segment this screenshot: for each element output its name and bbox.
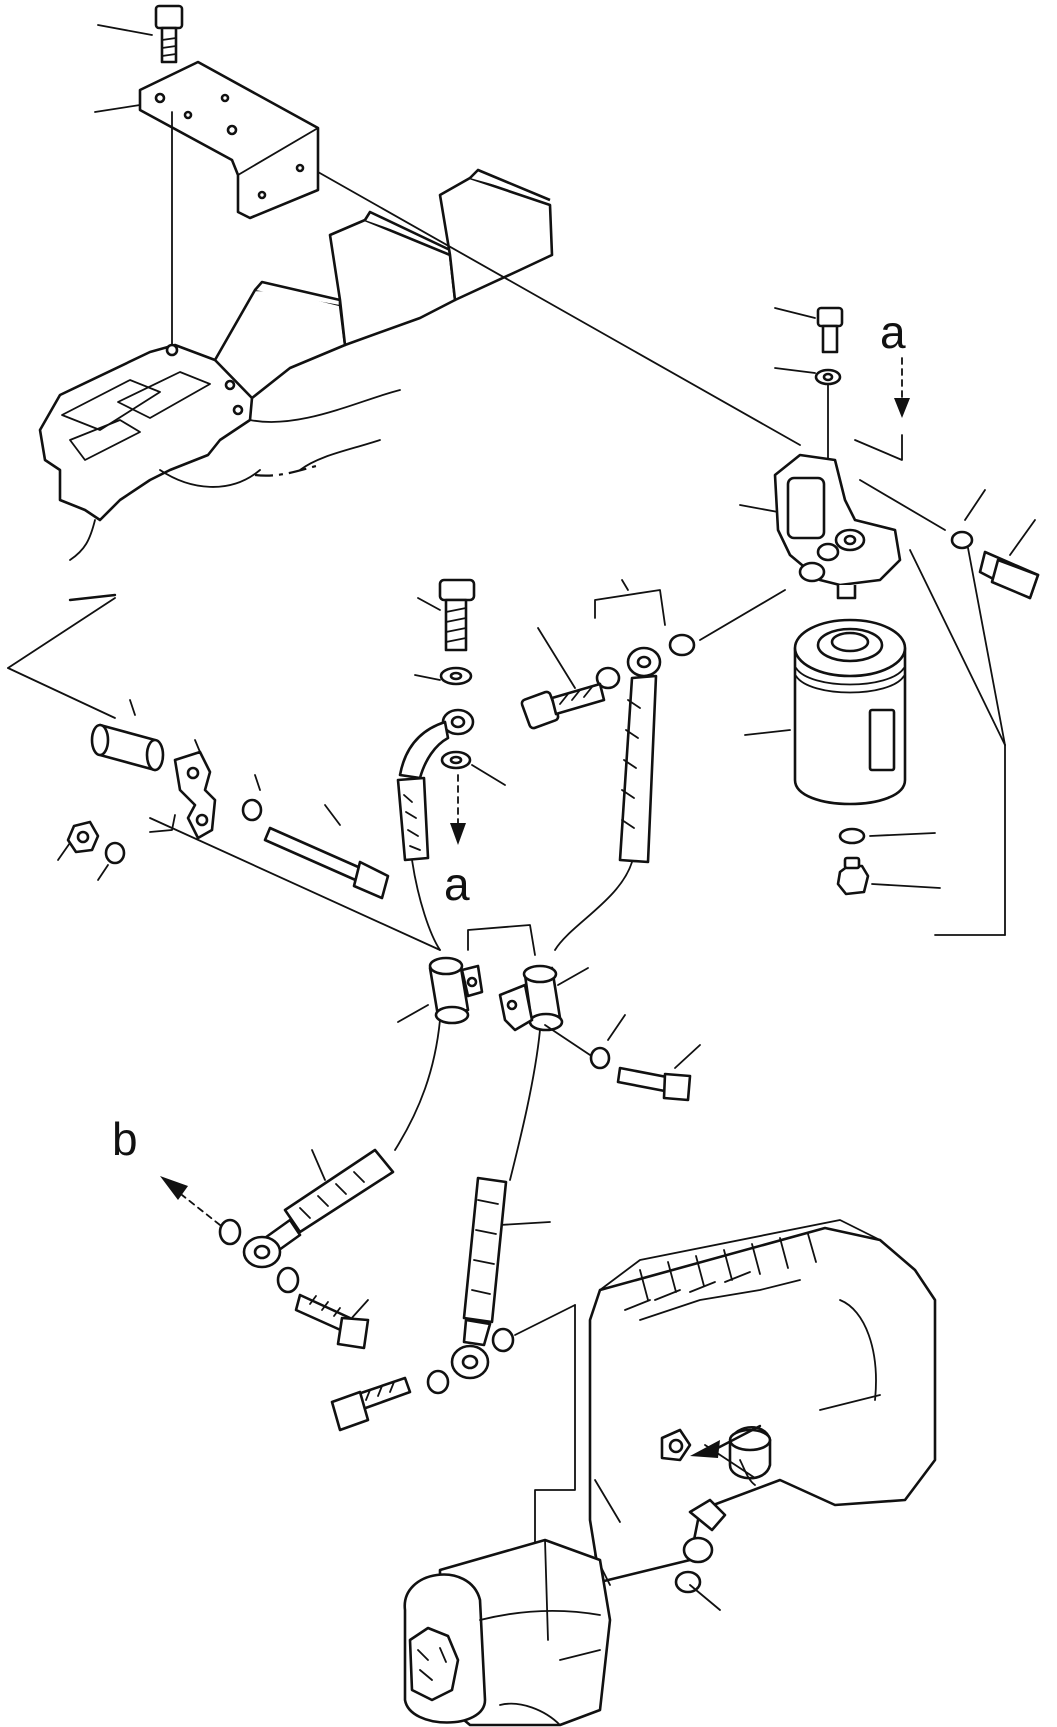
pump-drive-housing xyxy=(403,1538,612,1727)
drain-plug xyxy=(836,827,941,896)
clamp-bracket-left xyxy=(149,739,217,840)
hose-upper-left xyxy=(396,708,506,951)
filter-head xyxy=(739,453,1006,746)
center-banjo-bolt xyxy=(414,578,476,686)
bolt-lower-left xyxy=(294,1293,370,1350)
nut-and-washer-left xyxy=(57,820,126,881)
spacer-tube xyxy=(90,699,165,772)
filter-cartridge xyxy=(744,618,907,806)
mounting-bracket xyxy=(94,60,320,346)
bolt-lower-center xyxy=(330,1376,412,1432)
left-line-to-manifold xyxy=(7,597,116,719)
bolt-right-of-joint xyxy=(589,1014,701,1102)
joint-block-left xyxy=(394,924,536,1151)
label-b: b xyxy=(112,1113,221,1226)
label-a-mid: a xyxy=(444,774,470,910)
label-a-top: a xyxy=(854,306,910,461)
injection-pump xyxy=(588,1219,937,1611)
label-a-top-text: a xyxy=(880,306,906,358)
filter-head-bolt xyxy=(774,306,844,511)
exhaust-manifold xyxy=(38,168,554,602)
hose-upper-right xyxy=(520,579,786,951)
hose-lower-left xyxy=(218,1148,395,1294)
label-b-text: b xyxy=(112,1113,138,1165)
top-bolt xyxy=(97,4,184,64)
label-a-mid-text: a xyxy=(444,858,470,910)
joint-block-right xyxy=(498,964,591,1181)
long-bolt-left xyxy=(149,774,441,951)
side-bolt-right xyxy=(950,489,1040,600)
